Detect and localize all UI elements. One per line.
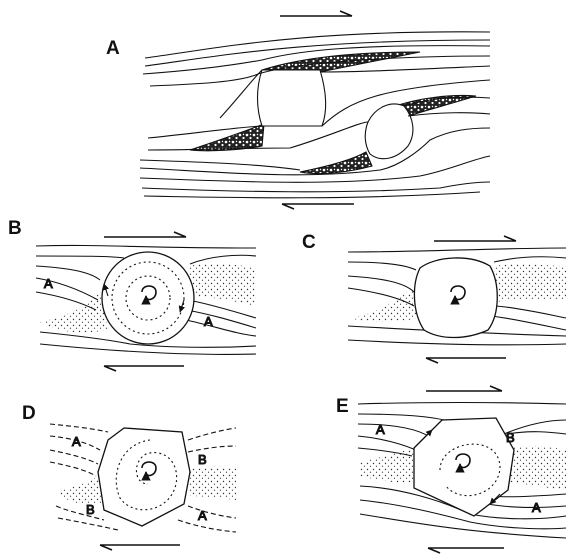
tail-a4 bbox=[300, 152, 372, 174]
clast-b bbox=[102, 252, 194, 344]
zone-label-d-b2: B bbox=[86, 502, 95, 517]
shear-arrow-top-e bbox=[426, 386, 502, 391]
tail-a2 bbox=[190, 124, 264, 151]
zone-label-e-a2: A bbox=[532, 500, 541, 515]
panel-d-drawing: A B B A bbox=[50, 424, 236, 550]
shear-arrow-bottom-e bbox=[428, 548, 504, 553]
panel-e-drawing: A B A bbox=[358, 386, 566, 553]
clast-a1 bbox=[258, 70, 326, 126]
shear-arrow-top-a bbox=[280, 11, 352, 16]
shear-arrow-bottom-c bbox=[426, 358, 506, 363]
zone-label-d-b1: B bbox=[198, 452, 207, 467]
clast-a2 bbox=[365, 104, 413, 159]
zone-label-b-a1: A bbox=[44, 276, 53, 291]
shear-arrow-bottom-d bbox=[100, 545, 180, 550]
panel-c-drawing bbox=[348, 236, 566, 363]
panel-a-drawing bbox=[140, 11, 490, 209]
zone-label-e-a1: A bbox=[376, 422, 385, 437]
zone-label-b-a2: A bbox=[204, 314, 213, 329]
shear-arrow-top-c bbox=[434, 236, 516, 241]
shear-arrow-top-b bbox=[104, 232, 186, 237]
shear-arrow-bottom-b bbox=[104, 366, 184, 371]
panel-b-drawing: A A bbox=[36, 232, 256, 371]
clast-d bbox=[98, 428, 190, 526]
zone-label-d-a2: A bbox=[198, 508, 207, 523]
zone-label-e-b1: B bbox=[506, 430, 515, 445]
shear-arrow-bottom-a bbox=[282, 204, 354, 209]
zone-label-d-a1: A bbox=[72, 434, 81, 449]
